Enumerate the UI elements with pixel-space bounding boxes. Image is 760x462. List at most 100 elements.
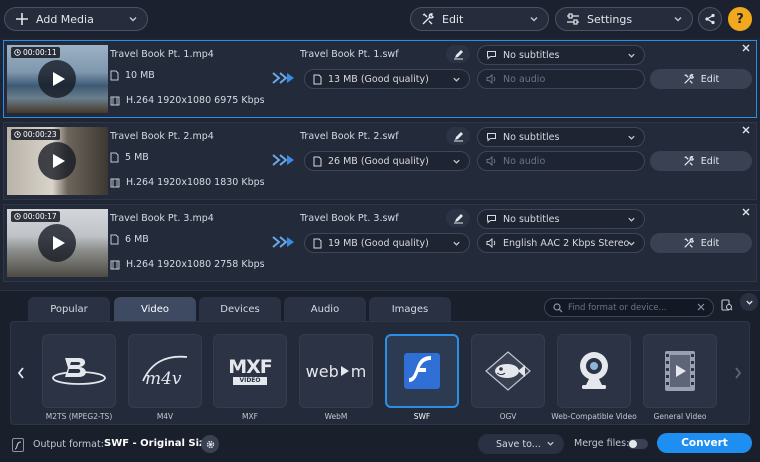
- chevron-down-icon: [745, 300, 753, 305]
- output-size-dropdown[interactable]: 19 MB (Good quality): [304, 233, 470, 253]
- format-m2ts[interactable]: [42, 334, 116, 408]
- format-label: SWF: [413, 412, 431, 421]
- file-row[interactable]: 00:00:17 Travel Book Pt. 3.mp4 6 MB H.26…: [3, 204, 757, 282]
- speech-bubble-icon: [486, 214, 497, 224]
- chevron-down-icon: [628, 241, 635, 246]
- format-label: M2TS (MPEG2-TS): [45, 412, 113, 421]
- edit-file-button[interactable]: Edit: [650, 69, 752, 89]
- chevron-down-icon: [453, 241, 460, 246]
- file-icon: [110, 234, 119, 245]
- format-tiles: M2TS (MPEG2-TS) m4v M4V MXF VIDEO MXF we…: [0, 290, 760, 430]
- play-button[interactable]: [38, 142, 76, 180]
- tab-popular[interactable]: Popular: [28, 297, 110, 321]
- file-icon: [110, 152, 119, 163]
- flash-icon: [404, 353, 440, 389]
- pencil-icon: [453, 49, 463, 59]
- source-file-size: 5 MB: [110, 152, 149, 163]
- chevron-down-icon: [453, 77, 460, 82]
- source-file-name: Travel Book Pt. 3.mp4: [110, 213, 214, 224]
- share-button[interactable]: [698, 7, 722, 31]
- edit-menu-button[interactable]: Edit: [410, 7, 549, 31]
- format-search-input[interactable]: Find format or device...: [544, 298, 714, 317]
- format-webm[interactable]: web m: [299, 334, 373, 408]
- audio-dropdown[interactable]: No audio: [477, 69, 645, 89]
- save-to-button[interactable]: Save to...: [478, 434, 564, 454]
- device-detect-icon[interactable]: [720, 299, 733, 312]
- format-label: MXF: [242, 412, 258, 421]
- output-file-name: Travel Book Pt. 1.swf: [300, 49, 399, 60]
- remove-file-icon[interactable]: [741, 207, 751, 217]
- video-thumbnail: 00:00:23: [7, 127, 108, 195]
- tools-icon: [684, 74, 694, 84]
- format-general-video[interactable]: [643, 334, 717, 408]
- audio-dropdown[interactable]: No audio: [477, 151, 645, 171]
- chevron-down-icon: [628, 135, 635, 140]
- convert-arrow-icon: [272, 72, 294, 84]
- rename-button[interactable]: [446, 209, 470, 227]
- speech-bubble-icon: [486, 132, 497, 142]
- play-button[interactable]: [38, 224, 76, 262]
- film-strip-icon: [110, 178, 120, 187]
- play-icon: [52, 154, 65, 168]
- chevron-down-icon: [530, 17, 538, 22]
- rename-button[interactable]: [446, 127, 470, 145]
- source-codec-info: H.264 1920x1080 1830 Kbps: [110, 177, 265, 188]
- format-swf[interactable]: [385, 334, 459, 408]
- source-file-name: Travel Book Pt. 2.mp4: [110, 131, 214, 142]
- file-row[interactable]: 00:00:23 Travel Book Pt. 2.mp4 5 MB H.26…: [3, 122, 757, 200]
- format-label: General Video: [653, 412, 707, 421]
- format-mxf[interactable]: MXF VIDEO: [213, 334, 287, 408]
- m4v-icon: m4v: [137, 351, 193, 391]
- clock-icon: [14, 49, 21, 56]
- file-icon: [313, 238, 322, 249]
- subtitles-dropdown[interactable]: No subtitles: [477, 209, 645, 229]
- merge-files-toggle[interactable]: [628, 439, 648, 449]
- tools-icon: [420, 11, 436, 27]
- edit-file-button[interactable]: Edit: [650, 233, 752, 253]
- format-m4v[interactable]: m4v: [128, 334, 202, 408]
- search-placeholder: Find format or device...: [568, 302, 667, 313]
- webm-icon: web m: [305, 361, 367, 381]
- source-file-size: 6 MB: [110, 234, 149, 245]
- speaker-icon: [486, 238, 497, 248]
- video-thumbnail: 00:00:17: [7, 209, 108, 277]
- output-format-value[interactable]: SWF - Original Size: [104, 438, 212, 449]
- share-icon: [705, 13, 715, 25]
- settings-menu-button[interactable]: Settings: [555, 7, 693, 31]
- rename-button[interactable]: [446, 45, 470, 63]
- remove-file-icon[interactable]: [741, 125, 751, 135]
- output-size-dropdown[interactable]: 26 MB (Good quality): [304, 151, 470, 171]
- tools-icon: [684, 238, 694, 248]
- output-file-name: Travel Book Pt. 2.swf: [300, 131, 399, 142]
- audio-dropdown[interactable]: English AAC 2 Kbps Stereo: [477, 233, 645, 253]
- carousel-next-icon[interactable]: [733, 366, 743, 380]
- tab-audio[interactable]: Audio: [284, 297, 366, 321]
- chevron-down-icon: [628, 217, 635, 222]
- format-ogv[interactable]: [471, 334, 545, 408]
- tab-devices[interactable]: Devices: [199, 297, 281, 321]
- subtitles-dropdown[interactable]: No subtitles: [477, 45, 645, 65]
- carousel-prev-icon[interactable]: [16, 366, 26, 380]
- film-strip-icon: [110, 96, 120, 105]
- format-settings-button[interactable]: [201, 435, 219, 453]
- bluray-icon: [52, 358, 106, 385]
- file-row[interactable]: 00:00:11 Travel Book Pt. 1.mp4 10 MB H.2…: [3, 40, 757, 118]
- edit-file-button[interactable]: Edit: [650, 151, 752, 171]
- remove-file-icon[interactable]: [741, 43, 751, 53]
- merge-files-label: Merge files:: [574, 438, 630, 449]
- collapse-panel-button[interactable]: [740, 293, 758, 311]
- tab-images[interactable]: Images: [369, 297, 451, 321]
- clear-search-icon[interactable]: [697, 303, 705, 311]
- subtitles-dropdown[interactable]: No subtitles: [477, 127, 645, 147]
- output-size-dropdown[interactable]: 13 MB (Good quality): [304, 69, 470, 89]
- add-media-label: Add Media: [36, 12, 94, 26]
- tab-video[interactable]: Video: [114, 297, 196, 321]
- add-media-button[interactable]: Add Media: [4, 7, 148, 31]
- file-icon: [313, 156, 322, 167]
- plus-icon: [14, 11, 30, 27]
- file-icon: [313, 74, 322, 85]
- convert-button[interactable]: Convert: [657, 433, 752, 453]
- play-button[interactable]: [38, 60, 76, 98]
- format-web-compatible[interactable]: [557, 334, 631, 408]
- help-button[interactable]: ?: [728, 7, 752, 31]
